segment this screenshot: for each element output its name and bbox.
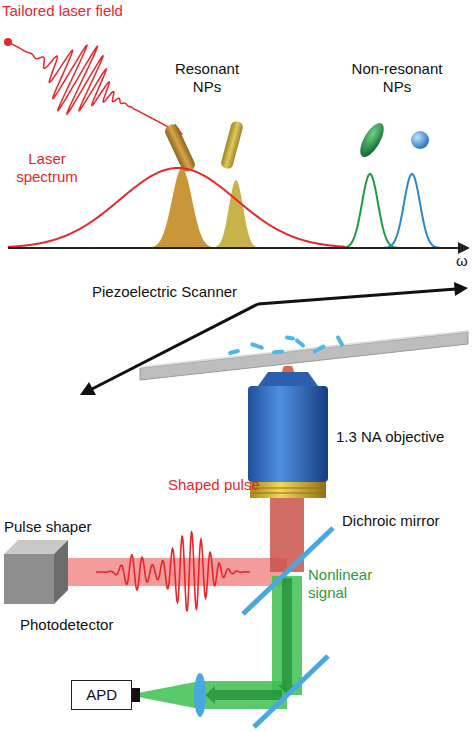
- nanorod: [163, 122, 197, 173]
- objective-ring: [250, 482, 326, 498]
- label-box: Photodetector: [20, 616, 113, 634]
- mirror: [254, 656, 328, 727]
- label-box: Non-resonant NPs: [342, 60, 452, 96]
- signal-arrow: [278, 578, 296, 694]
- nanosphere: [411, 131, 429, 149]
- nanorod: [220, 120, 244, 169]
- label-box: Tailored laser field: [2, 2, 123, 20]
- text-label: Dichroic mirror: [342, 512, 440, 530]
- text-label: ω: [456, 252, 468, 270]
- detector-box: APD: [71, 680, 132, 710]
- node-text: Pulse shaper: [4, 518, 114, 536]
- arrow-head: [80, 382, 96, 395]
- label-box: Piezoelectric Scanner: [92, 283, 237, 301]
- glass-slide-top: [140, 330, 470, 368]
- detector-window: [132, 688, 140, 702]
- text-label: Resonant NPs: [168, 60, 246, 96]
- nanoellipsoid: [356, 120, 389, 161]
- text-label: Photodetector: [20, 616, 113, 634]
- pulse-shaper: Pulse shaper: [4, 518, 114, 606]
- objective-body: [248, 386, 328, 482]
- text-label: Piezoelectric Scanner: [92, 283, 237, 301]
- frequency-axis: [8, 247, 462, 249]
- text-label: Laser spectrum: [8, 150, 86, 186]
- shaped-pulse-wave: [96, 532, 250, 611]
- laser-field-wave: [8, 42, 176, 131]
- node-text: APD: [86, 686, 117, 704]
- pulse-shaper-cube: [4, 540, 70, 606]
- scan-arrow: [258, 289, 456, 304]
- label-box: Dichroic mirror: [342, 512, 440, 530]
- label-box: Resonant NPs: [168, 60, 246, 96]
- label-box: 1.3 NA objective: [336, 428, 444, 446]
- text-label: Non-resonant NPs: [342, 60, 452, 96]
- label-box: Shaped pulse: [168, 476, 260, 494]
- text-label: Tailored laser field: [2, 2, 123, 20]
- resonance-peak: [340, 174, 398, 248]
- arrow-head: [454, 282, 468, 296]
- text-label: Shaped pulse: [168, 476, 260, 494]
- text-label: 1.3 NA objective: [336, 428, 444, 446]
- ring-groove: [252, 488, 324, 489]
- objective-cap: [258, 372, 318, 386]
- label-box: Laser spectrum: [8, 150, 86, 186]
- nanoparticles: [228, 335, 345, 356]
- resonance-peak: [150, 168, 214, 248]
- label-box: ω: [456, 252, 468, 270]
- cube-face: [4, 554, 54, 604]
- lens: [194, 673, 206, 717]
- text-label: Nonlinear signal: [308, 566, 388, 602]
- ring-groove: [252, 493, 324, 494]
- cube-face: [54, 540, 68, 604]
- label-box: Nonlinear signal: [308, 566, 388, 602]
- signal-arrow: [205, 686, 282, 704]
- signal-beam: [138, 681, 200, 709]
- signal-beam: [272, 576, 302, 695]
- resonance-peak: [384, 174, 442, 248]
